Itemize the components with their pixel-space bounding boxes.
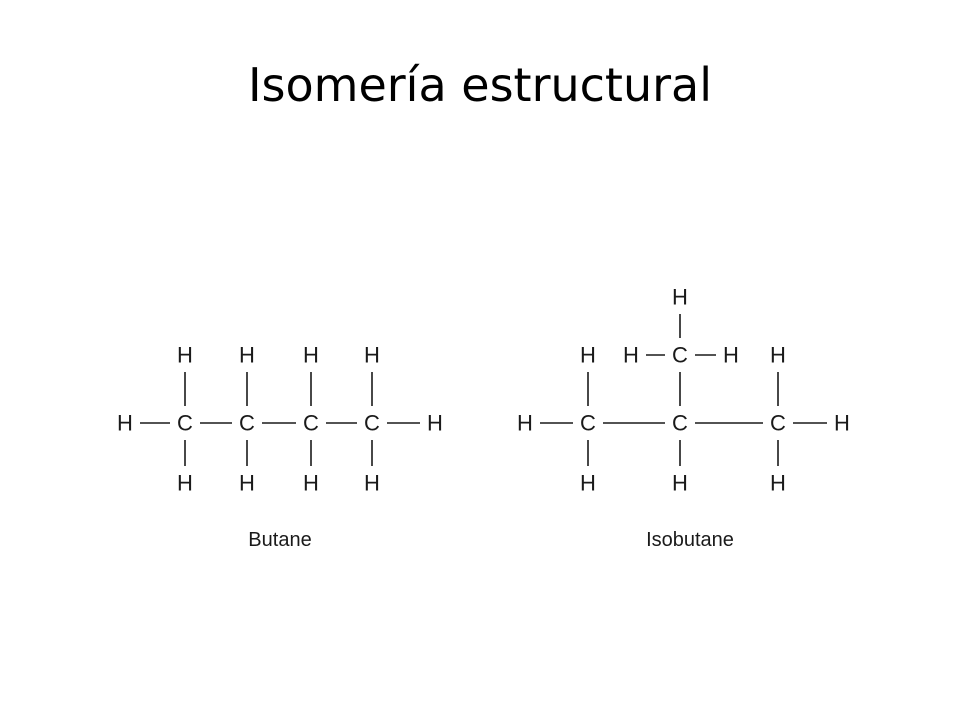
hydrogen-atom: H xyxy=(580,471,596,496)
carbon-atom: C xyxy=(303,411,319,436)
hydrogen-atom: H xyxy=(427,411,443,436)
hydrogen-atom: H xyxy=(117,411,133,436)
carbon-atom: C xyxy=(672,411,688,436)
hydrogen-atom: H xyxy=(239,471,255,496)
carbon-atom: C xyxy=(177,411,193,436)
slide-title: Isomería estructural xyxy=(247,58,713,112)
molecule-name-label: Butane xyxy=(248,529,311,551)
hydrogen-atom: H xyxy=(723,343,739,368)
hydrogen-atom: H xyxy=(303,343,319,368)
butane-structure: H H H H H C C C C H H H H H Butane xyxy=(117,343,443,552)
carbon-atom: C xyxy=(364,411,380,436)
carbon-atom: C xyxy=(239,411,255,436)
hydrogen-atom: H xyxy=(517,411,533,436)
hydrogen-atom: H xyxy=(303,471,319,496)
hydrogen-atom: H xyxy=(770,471,786,496)
carbon-atom: C xyxy=(580,411,596,436)
hydrogen-atom: H xyxy=(177,471,193,496)
molecule-name-label: Isobutane xyxy=(646,529,734,551)
hydrogen-atom: H xyxy=(623,343,639,368)
hydrogen-atom: H xyxy=(672,285,688,310)
hydrogen-atom: H xyxy=(364,471,380,496)
hydrogen-atom: H xyxy=(672,471,688,496)
hydrogen-atom: H xyxy=(177,343,193,368)
hydrogen-atom: H xyxy=(580,343,596,368)
hydrogen-atom: H xyxy=(834,411,850,436)
isobutane-structure: H H H C H H H C C C H H H H Isobutane xyxy=(517,285,850,552)
hydrogen-atom: H xyxy=(364,343,380,368)
hydrogen-atom: H xyxy=(770,343,786,368)
carbon-atom: C xyxy=(770,411,786,436)
hydrogen-atom: H xyxy=(239,343,255,368)
carbon-atom: C xyxy=(672,343,688,368)
